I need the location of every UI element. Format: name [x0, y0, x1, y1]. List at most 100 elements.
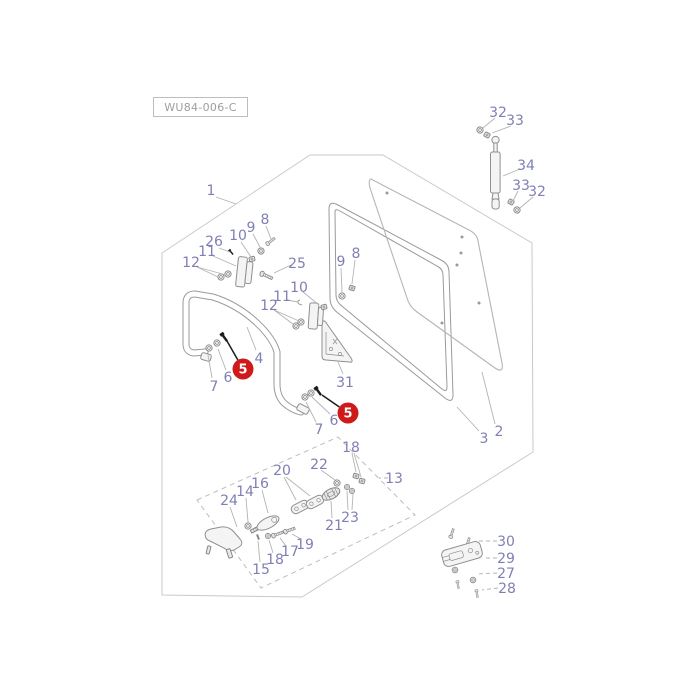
leader-line [482, 117, 496, 129]
leader-line [330, 500, 333, 519]
leader-line [229, 506, 238, 528]
nut-icon [352, 472, 360, 480]
leader-line [286, 299, 299, 303]
screw-icon [474, 589, 480, 599]
red-markers: 55 [226, 340, 359, 424]
washer-icon [223, 269, 233, 279]
part-label-28: 28 [498, 581, 516, 597]
leader-line [481, 587, 499, 591]
part-label-29: 29 [497, 551, 515, 567]
leader-line [265, 225, 272, 240]
leader-line [346, 490, 349, 511]
nut-icon [348, 284, 356, 292]
part-5-hotspot[interactable] [232, 358, 254, 380]
marker-arrow [321, 394, 340, 408]
part-label-8: 8 [261, 212, 270, 228]
washer-icon [343, 483, 351, 491]
washer-icon [212, 338, 222, 348]
leader-line [340, 267, 343, 293]
part-label-32: 32 [489, 105, 507, 121]
hinge-lower-cluster [291, 299, 328, 331]
leader-line [512, 190, 519, 202]
leader-line [196, 266, 227, 276]
part-label-2: 2 [495, 424, 504, 440]
screw-icon [447, 527, 456, 540]
drawing-code: WU84-006-C [164, 100, 237, 114]
part-label-26: 26 [205, 234, 223, 250]
part-label-13: 13 [385, 471, 403, 487]
part-label-31: 31 [336, 375, 354, 391]
leader-line [291, 533, 302, 540]
window-seal-frame [328, 202, 454, 401]
leader-line [246, 326, 257, 351]
leader-line [481, 371, 496, 425]
leader-line [218, 247, 231, 253]
leader-line [491, 125, 512, 134]
nut-icon [320, 303, 328, 311]
part-label-11: 11 [273, 289, 291, 305]
leader-line [519, 196, 534, 209]
marked-screw-icon [313, 385, 323, 397]
leader-line [215, 196, 237, 205]
part-5-hotspot-label[interactable]: 5 [343, 407, 352, 422]
leader-line [502, 168, 521, 177]
leader-line [305, 401, 317, 423]
leader-line [240, 241, 252, 258]
hardware-kit-box [196, 436, 416, 589]
leader-line [351, 259, 356, 285]
window-glass [368, 178, 503, 371]
clip-icon [297, 299, 303, 306]
part-label-16: 16 [251, 476, 269, 492]
part-label-33: 33 [506, 113, 524, 129]
part-label-11: 11 [198, 244, 216, 260]
part-label-14: 14 [236, 484, 254, 500]
lock-cylinder [249, 515, 280, 534]
washer-icon [264, 532, 272, 540]
part-label-18: 18 [342, 440, 360, 456]
washer-icon [512, 205, 522, 215]
part-label-3: 3 [480, 431, 489, 447]
door-handle [204, 526, 243, 559]
part-label-12: 12 [182, 255, 200, 271]
screw-icon [455, 580, 461, 590]
leader-line [207, 354, 213, 379]
leader-lines [196, 117, 534, 591]
leader-line [285, 476, 311, 497]
part-5-hotspot[interactable] [337, 402, 359, 424]
pin-icon [256, 534, 260, 540]
nut-icon [483, 131, 491, 139]
hinge-upper-cluster [216, 236, 277, 288]
handle-tube [182, 290, 316, 416]
part-label-6: 6 [224, 370, 233, 386]
leader-line [268, 539, 274, 554]
part-label-7: 7 [210, 379, 219, 395]
part-label-15: 15 [252, 562, 270, 578]
cab-panel-outline [161, 154, 534, 598]
washer-icon [332, 478, 342, 488]
nut-icon [358, 477, 366, 485]
washer-icon [469, 576, 477, 584]
latch-plate [305, 494, 325, 510]
leader-line [217, 348, 227, 371]
part-label-1: 1 [207, 183, 216, 199]
part-label-19: 19 [296, 537, 314, 553]
part-label-6: 6 [330, 413, 339, 429]
part-label-4: 4 [255, 351, 264, 367]
part-label-17: 17 [281, 544, 299, 560]
nut-icon [248, 255, 256, 263]
marker-arrow [226, 340, 239, 361]
leader-line [212, 255, 237, 267]
hinge-pin-icon [258, 270, 274, 282]
part-5-hotspot-label[interactable]: 5 [238, 363, 247, 378]
leader-line [273, 309, 294, 325]
latch-hardware-cluster [204, 472, 366, 559]
leader-line [476, 572, 498, 575]
part-label-20: 20 [273, 463, 291, 479]
screw-icon [270, 529, 285, 540]
leader-line [351, 452, 357, 473]
part-label-9: 9 [337, 254, 346, 270]
glass-mounting-holes [385, 191, 481, 325]
